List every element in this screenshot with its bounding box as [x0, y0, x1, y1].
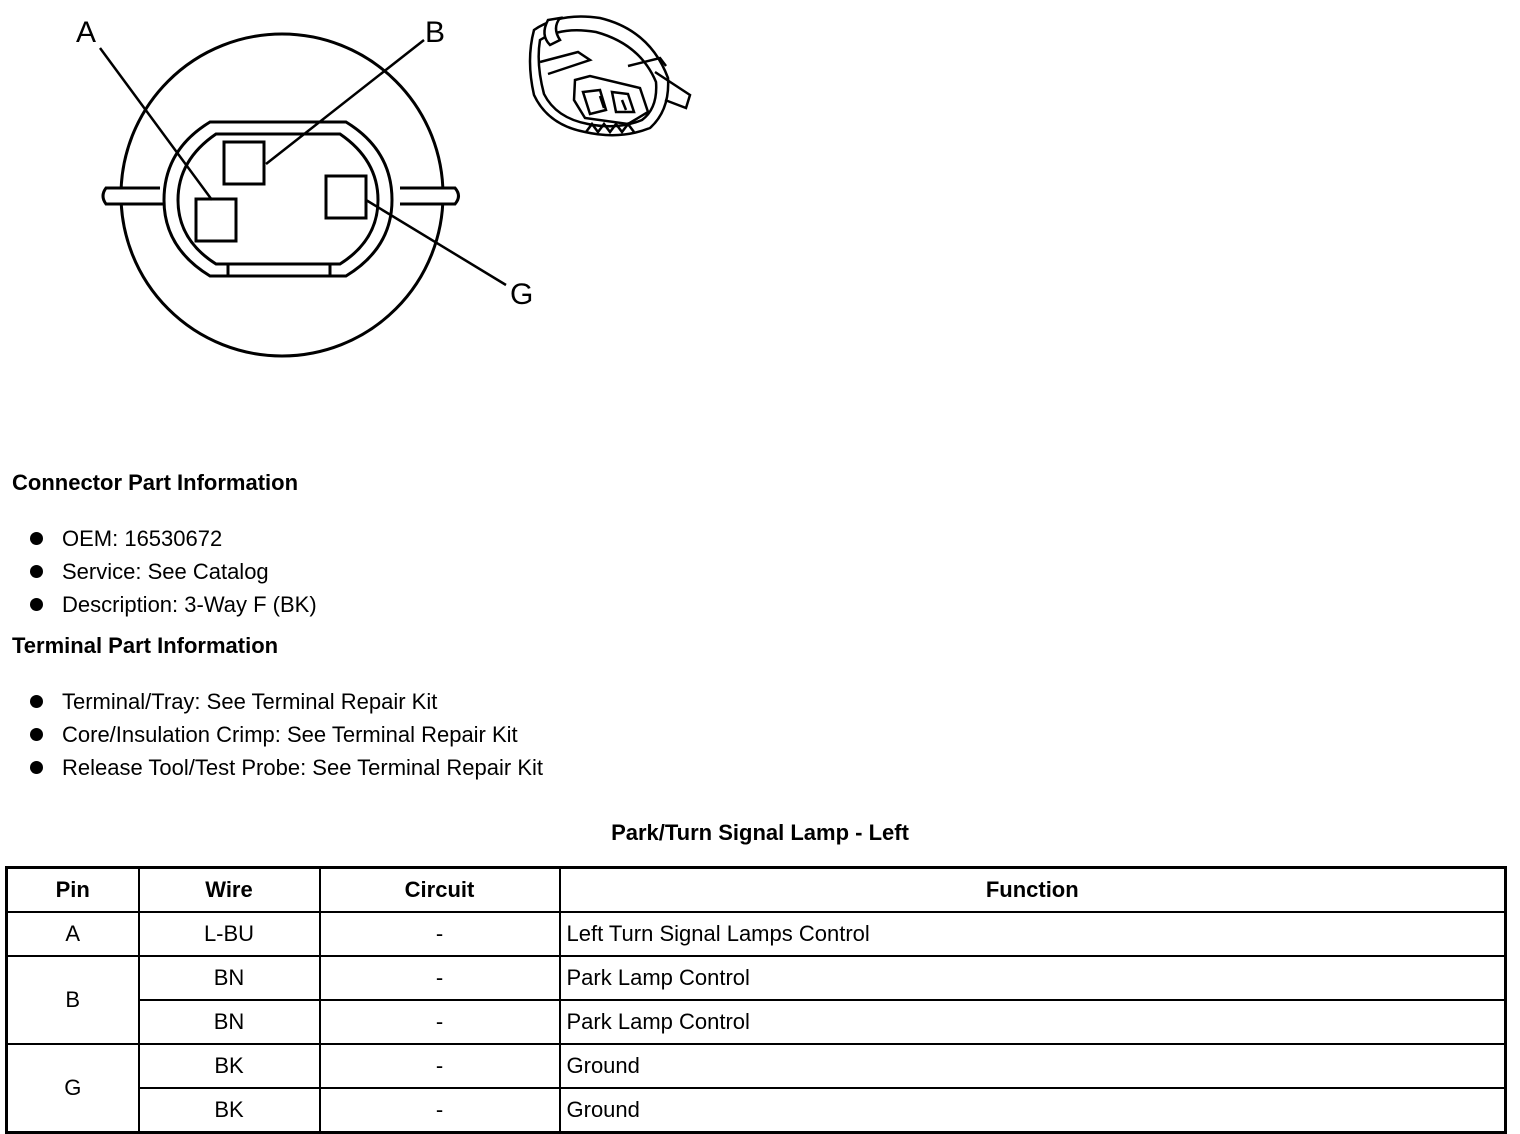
header-function: Function: [558, 866, 1507, 913]
bullet-icon: [30, 532, 43, 545]
list-item: Service: See Catalog: [30, 555, 317, 588]
cell-wire: BK: [137, 1043, 321, 1089]
cell-circuit: -: [318, 999, 561, 1045]
callout-a: A: [76, 16, 96, 49]
pinout-table: Pin Wire Circuit Function A L-BU - Left …: [5, 866, 1507, 1134]
table-row: A L-BU - Left Turn Signal Lamps Control: [5, 911, 1507, 957]
cell-function: Left Turn Signal Lamps Control: [558, 911, 1507, 957]
cell-wire: L-BU: [137, 911, 321, 957]
connector-info-title: Connector Part Information: [12, 470, 299, 495]
bullet-icon: [30, 695, 43, 708]
cell-function: Park Lamp Control: [558, 955, 1507, 1001]
cell-circuit: -: [318, 955, 561, 1001]
callout-b: B: [425, 16, 445, 49]
cell-wire: BN: [137, 955, 321, 1001]
cell-circuit: -: [318, 1043, 561, 1089]
table-row: G BK - Ground: [5, 1043, 1507, 1134]
cell-function: Ground: [558, 1087, 1507, 1134]
bullet-icon: [30, 728, 43, 741]
header-pin: Pin: [5, 866, 140, 913]
terminal-b: [222, 140, 266, 186]
bullet-icon: [30, 598, 43, 611]
table-header-row: Pin Wire Circuit Function: [5, 866, 1507, 913]
list-item: Core/Insulation Crimp: See Terminal Repa…: [30, 718, 543, 751]
cell-pin: G: [5, 1043, 140, 1134]
terminal-info-title: Terminal Part Information: [12, 633, 279, 658]
callout-g: G: [510, 278, 533, 311]
cell-wire: BK: [137, 1087, 321, 1134]
list-item: OEM: 16530672: [30, 522, 317, 555]
list-item: Release Tool/Test Probe: See Terminal Re…: [30, 751, 543, 784]
bullet-icon: [30, 565, 43, 578]
list-item: Description: 3-Way F (BK): [30, 588, 317, 621]
terminal-g: [324, 174, 368, 220]
terminal-info-list: Terminal/Tray: See Terminal Repair Kit C…: [30, 685, 543, 784]
table-title: Park/Turn Signal Lamp - Left: [611, 820, 909, 845]
connector-diagram: A B G: [0, 0, 1520, 420]
header-circuit: Circuit: [318, 866, 561, 913]
cell-function: Ground: [558, 1043, 1507, 1089]
table-row: B BN - Park Lamp Control: [5, 955, 1507, 1045]
bullet-icon: [30, 761, 43, 774]
table-row: BK - Ground: [7, 1087, 1507, 1134]
cell-function: Park Lamp Control: [558, 999, 1507, 1045]
terminal-a: [194, 197, 238, 243]
cell-circuit: -: [318, 1087, 561, 1134]
cell-wire: BN: [137, 999, 321, 1045]
connector-perspective-view: [528, 15, 692, 137]
header-wire: Wire: [137, 866, 321, 913]
table-row: BN - Park Lamp Control: [7, 999, 1507, 1045]
leader-lines: [98, 39, 507, 287]
cell-circuit: -: [318, 911, 561, 957]
connector-face-view: [101, 32, 460, 358]
list-item: Terminal/Tray: See Terminal Repair Kit: [30, 685, 543, 718]
cell-pin: B: [5, 955, 140, 1045]
cell-pin: A: [5, 911, 140, 957]
connector-info-list: OEM: 16530672 Service: See Catalog Descr…: [30, 522, 317, 621]
